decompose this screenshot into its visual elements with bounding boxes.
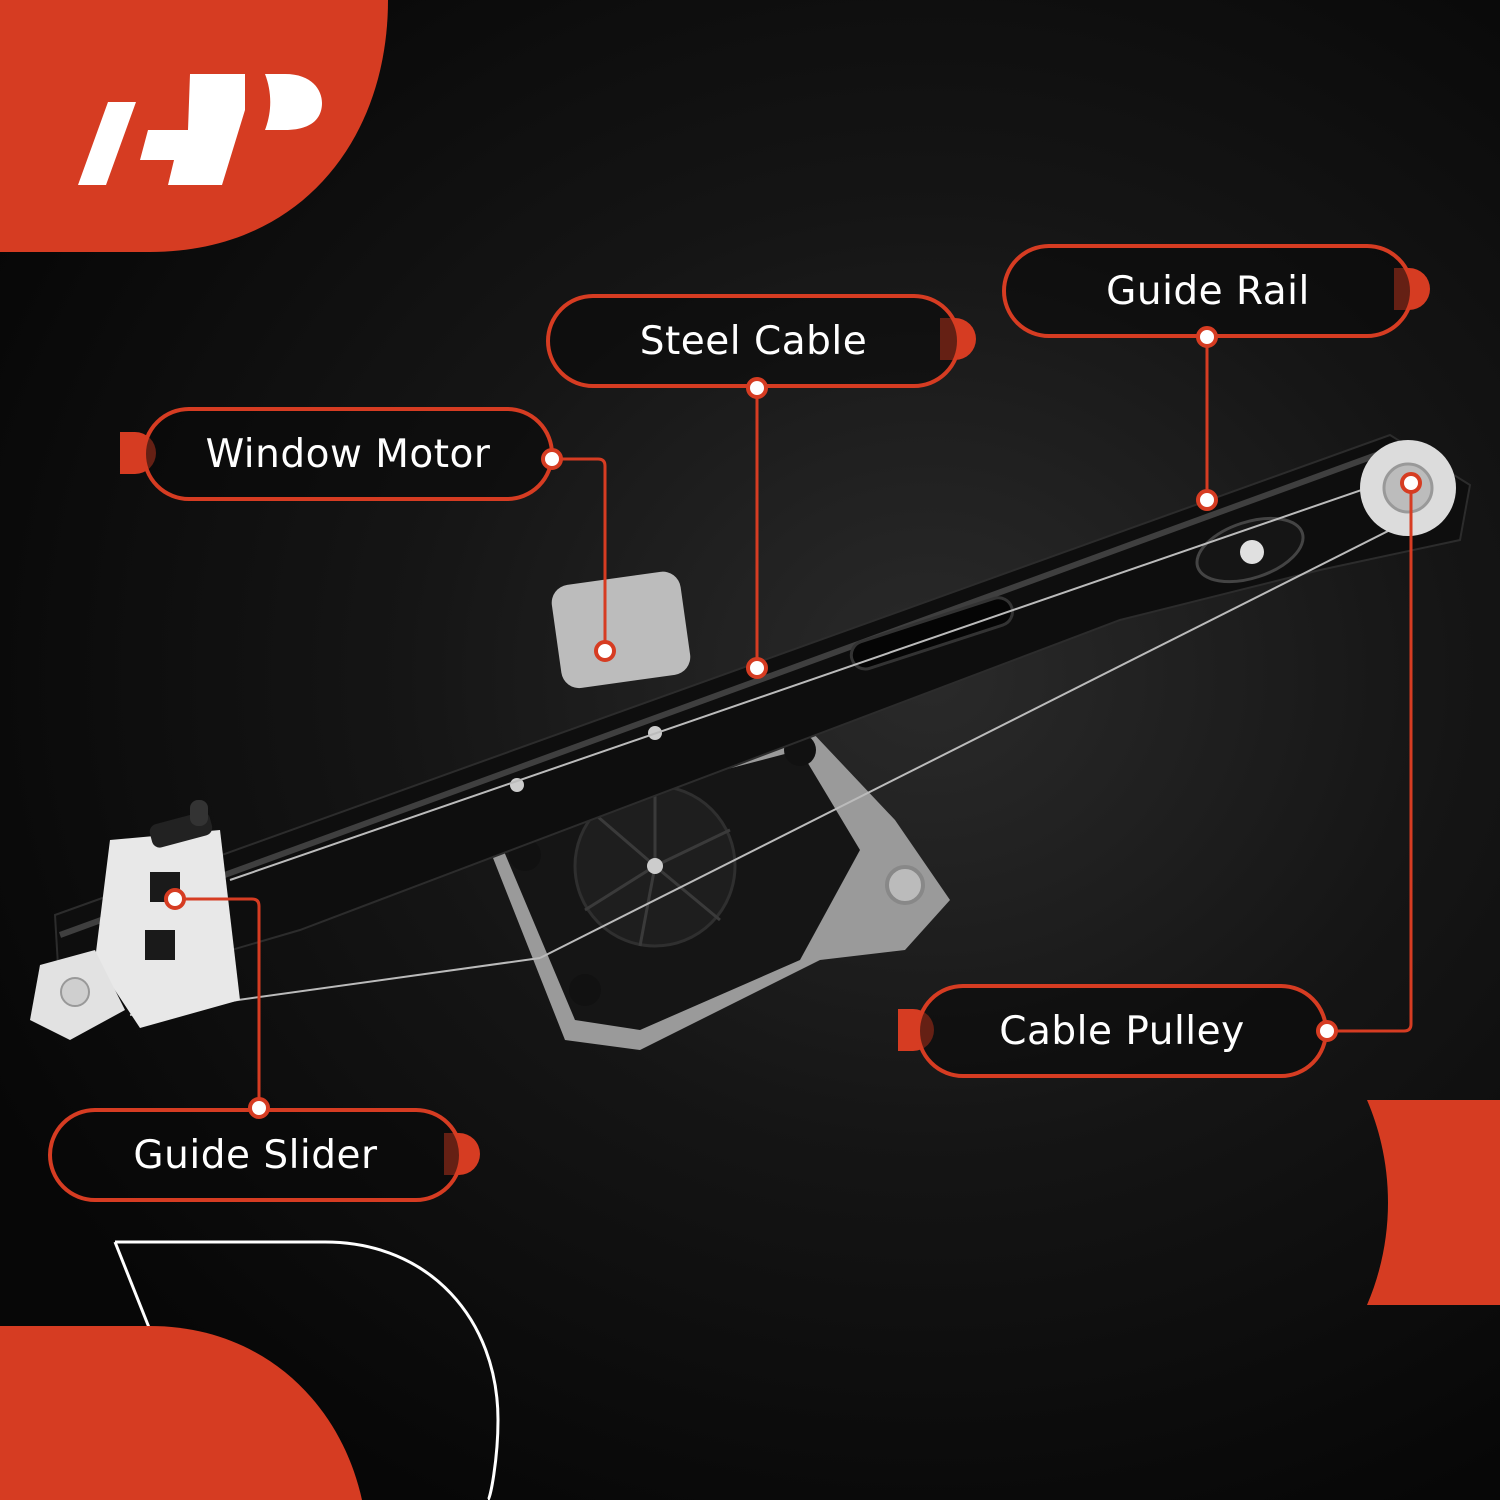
callout-label: Guide Slider — [133, 1132, 378, 1178]
callout-steel-cable: Steel Cable — [546, 294, 961, 388]
marker-dot-guide-rail-callout — [1196, 326, 1218, 348]
brand-blob-bottom-left — [0, 1326, 362, 1500]
callout-label: Window Motor — [205, 431, 491, 477]
marker-dot-window-motor-callout — [541, 448, 563, 470]
callout-label: Steel Cable — [639, 318, 868, 364]
callout-cable-pulley: Cable Pulley — [916, 984, 1328, 1078]
brand-logo-icon — [78, 74, 322, 185]
leader-window-motor — [552, 457, 607, 650]
callout-label: Cable Pulley — [999, 1008, 1245, 1054]
outline-shape-bottom — [115, 1240, 500, 1500]
leader-cable-pulley — [1327, 483, 1413, 1033]
leader-guide-slider — [175, 897, 261, 1108]
marker-dot-guide-slider — [164, 888, 186, 910]
brand-blob-right — [1367, 1100, 1500, 1305]
callout-guide-rail: Guide Rail — [1002, 244, 1414, 338]
marker-dot-guide-slider-callout — [248, 1097, 270, 1119]
marker-dot-guide-rail — [1196, 489, 1218, 511]
marker-dot-steel-cable-callout — [746, 377, 768, 399]
marker-dot-window-motor — [594, 640, 616, 662]
callout-window-motor: Window Motor — [142, 407, 554, 501]
marker-dot-cable-pulley-callout — [1316, 1020, 1338, 1042]
marker-dot-cable-pulley — [1400, 472, 1422, 494]
callout-label: Guide Rail — [1106, 268, 1310, 314]
callout-guide-slider: Guide Slider — [48, 1108, 463, 1202]
marker-dot-steel-cable — [746, 657, 768, 679]
